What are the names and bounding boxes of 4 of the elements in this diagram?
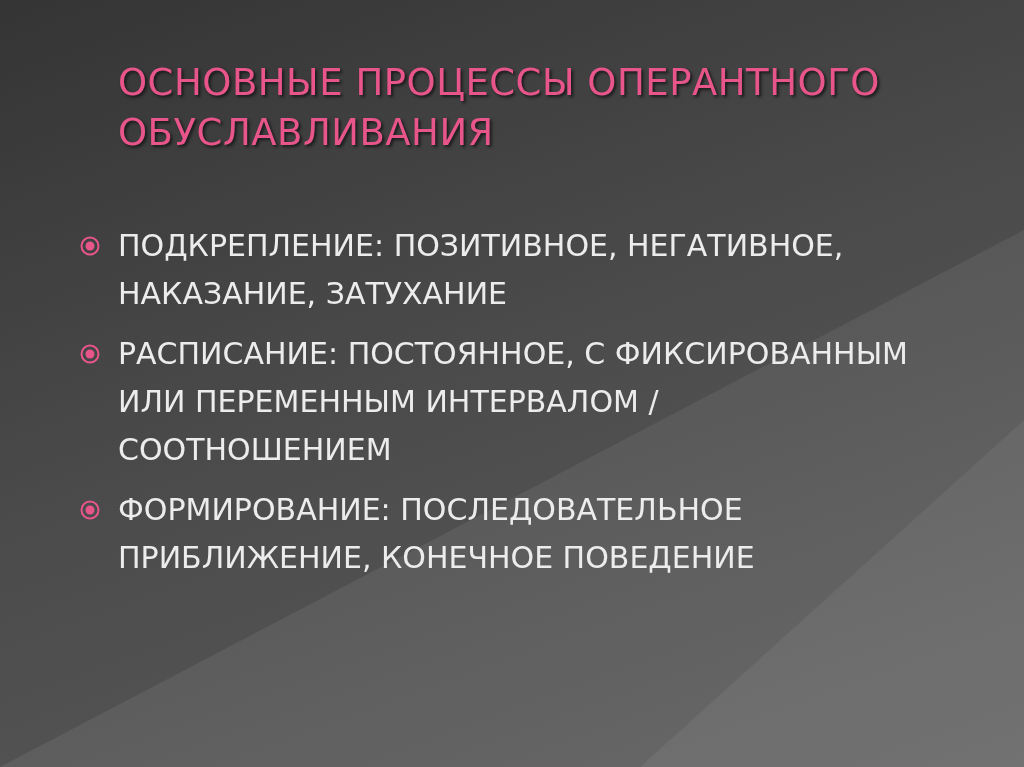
- bullet-text: ПОДКРЕПЛЕНИЕ: ПОЗИТИВНОЕ, НЕГАТИВНОЕ, НАКАЗАНИЕ, ЗАТУХАНИЕ: [118, 227, 845, 313]
- slide-title: ОСНОВНЫЕ ПРОЦЕССЫ ОПЕРАНТНОГО ОБУСЛАВЛИВАНИЯ: [118, 60, 881, 156]
- bullet-text: ФОРМИРОВАНИЕ: ПОСЛЕДОВАТЕЛЬНОЕ ПРИБЛИЖЕНИЕ, КОНЕЧНОЕ ПОВЕДЕНИЕ: [118, 491, 756, 577]
- bullet-text: РАСПИСАНИЕ: ПОСТОЯННОЕ, С ФИКСИРОВАННЫМ ИЛИ ПЕРЕМЕННЫМ ИНТЕРВАЛОМ / СООТНОШЕНИЕМ: [118, 335, 909, 469]
